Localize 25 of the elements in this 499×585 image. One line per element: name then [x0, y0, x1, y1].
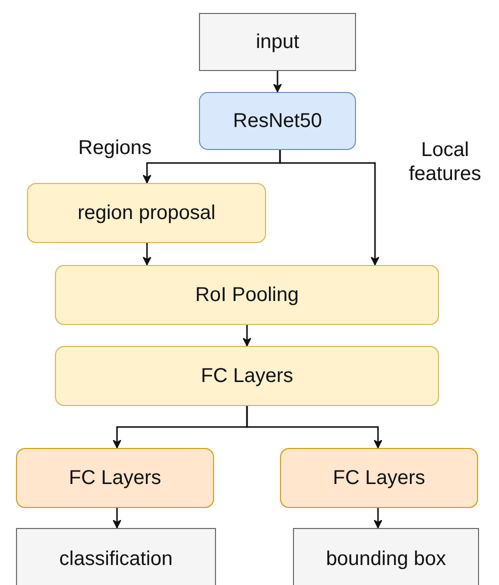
- process-box: [280, 448, 478, 508]
- node-label: RoI Pooling: [195, 284, 299, 306]
- node-label: region proposal: [78, 202, 216, 224]
- arrow: [242, 325, 252, 346]
- arrow: [112, 508, 122, 528]
- output-box: [16, 528, 216, 585]
- process-box: [55, 346, 439, 406]
- node-label: bounding box: [326, 548, 446, 570]
- node-label: FC Layers: [332, 466, 426, 490]
- node-label: classification: [59, 548, 173, 570]
- node-label: FC Layers: [200, 364, 294, 388]
- arrow: [279, 150, 380, 266]
- process-box: [16, 448, 214, 508]
- output-box: [293, 528, 479, 585]
- arrow: [273, 71, 282, 92]
- arrow: [142, 243, 152, 266]
- arrow: [374, 508, 382, 528]
- node-label: ResNet50: [233, 110, 322, 132]
- node-label: FC Layers: [68, 466, 162, 490]
- node-label: input: [256, 30, 300, 54]
- input-box: [199, 13, 356, 71]
- arrow: [246, 406, 382, 448]
- process-box: [55, 265, 439, 325]
- process-box: [199, 92, 356, 150]
- process-box: [27, 183, 266, 243]
